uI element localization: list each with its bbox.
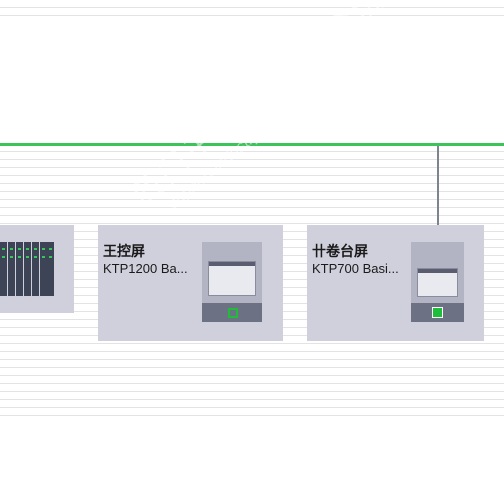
hmi-panel-icon: [202, 242, 262, 322]
hmi-panel-icon: [411, 242, 464, 322]
device-plc[interactable]: [0, 225, 74, 313]
canvas-band-bottom: [0, 423, 504, 500]
plc-module: [24, 242, 31, 296]
device-hmi-main-screen[interactable]: 王控屏 KTP1200 Ba...: [98, 225, 283, 341]
plc-module: [32, 242, 39, 296]
hmi-panel-footer: [411, 303, 464, 322]
plc-rack-icon: [0, 242, 54, 296]
hmi-panel-footer: [202, 303, 262, 322]
connection-status-icon: [228, 308, 238, 318]
device-type: KTP1200 Ba...: [103, 261, 188, 276]
canvas-band-top: [0, 0, 504, 5]
device-name: 卄卷台屏: [312, 244, 368, 260]
hmi-screen-icon: [417, 268, 458, 297]
plc-module: [47, 242, 54, 296]
plc-module: [40, 242, 47, 296]
device-hmi-console-screen[interactable]: 卄卷台屏 KTP700 Basi...: [307, 225, 484, 341]
network-connection-line[interactable]: [437, 146, 439, 242]
device-type: KTP700 Basi...: [312, 261, 399, 276]
connection-status-icon: [432, 307, 443, 318]
plc-module: [16, 242, 23, 296]
device-name: 王控屏: [103, 244, 145, 260]
profinet-subnet-line[interactable]: [0, 143, 504, 146]
canvas-band-clear: [0, 16, 504, 138]
plc-module: [8, 242, 15, 296]
plc-module: [0, 242, 7, 296]
hmi-screen-icon: [208, 261, 256, 296]
